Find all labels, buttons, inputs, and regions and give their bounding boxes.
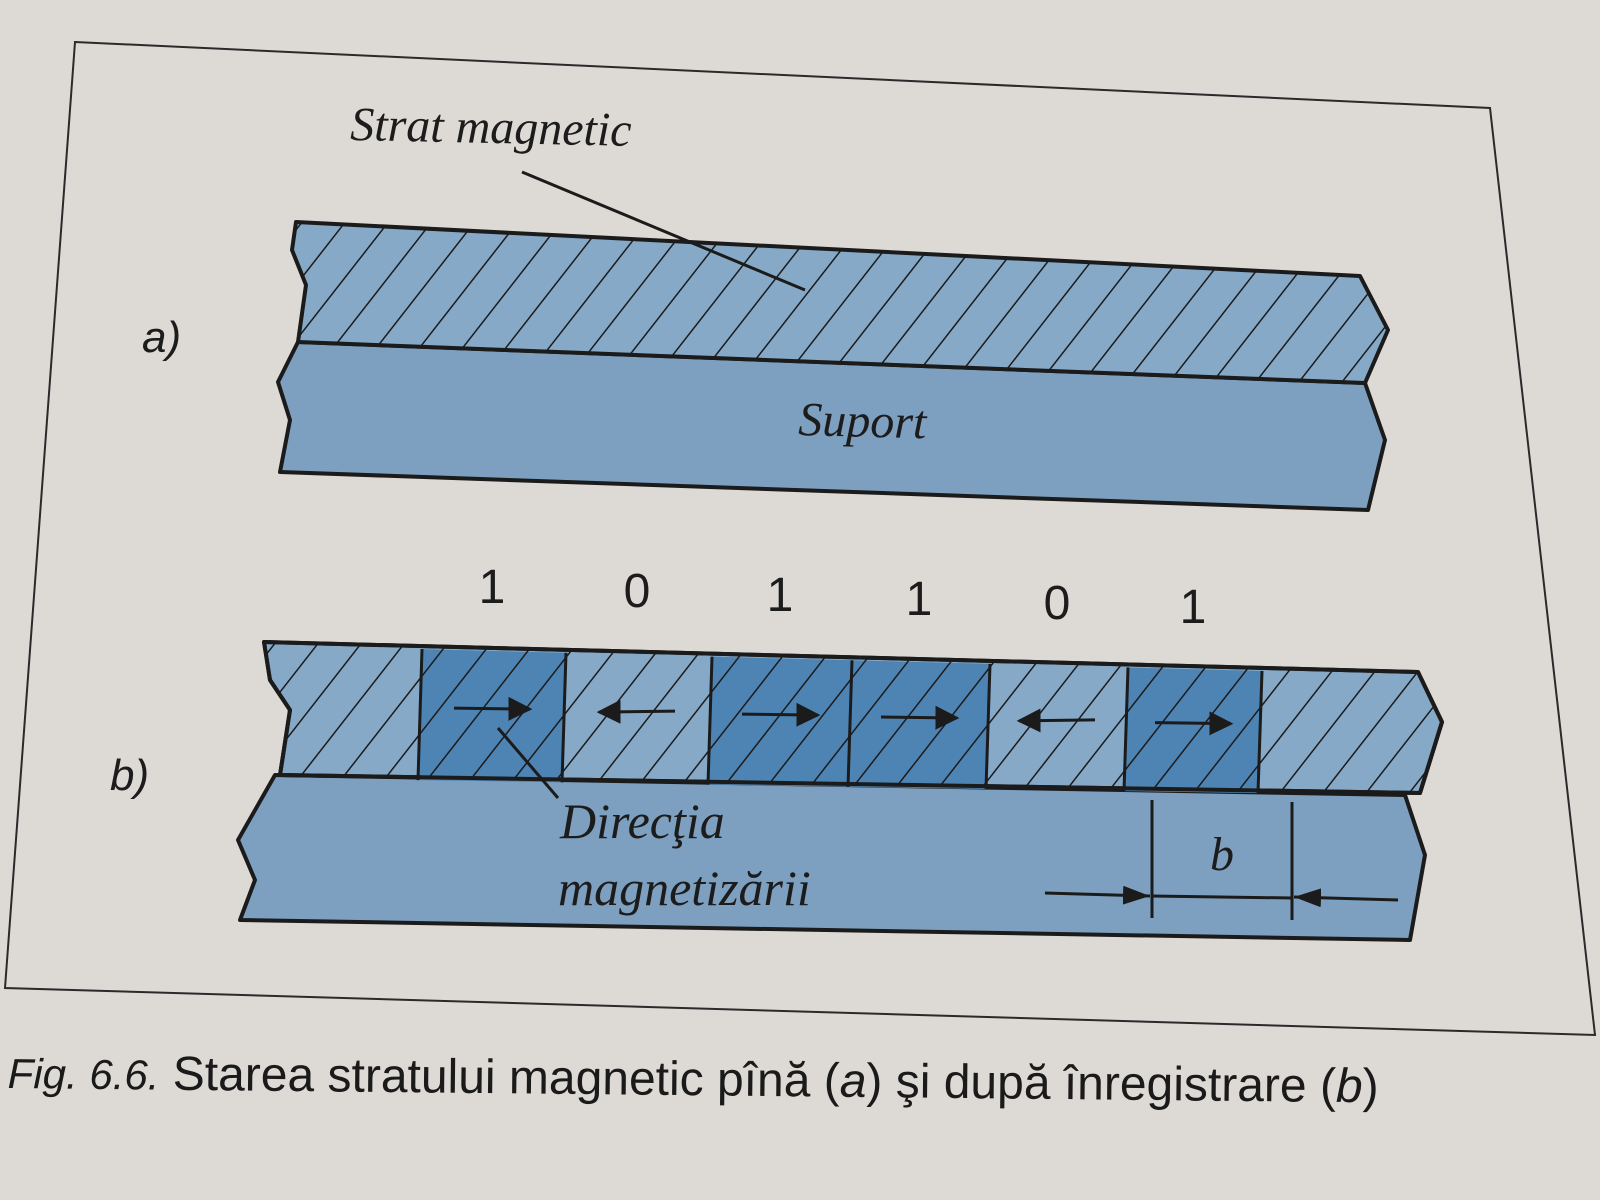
caption-text-2: ) şi după înregistrare (	[866, 1054, 1337, 1113]
part-a-label: a)	[142, 313, 181, 362]
magnetization-arrow	[741, 702, 821, 727]
part-b-strip	[236, 640, 1444, 942]
bit-labels: 1 0 1 1 0 1	[479, 561, 1207, 634]
cell-dividers	[416, 649, 1264, 794]
bit-label: 1	[906, 573, 933, 626]
magnetization-arrow	[596, 699, 676, 724]
cell-divider	[416, 649, 424, 781]
figure-frame	[3, 40, 1597, 1037]
magnetization-arrow	[1016, 708, 1096, 733]
magnetic-layer-a-hatch	[292, 222, 1388, 383]
bit-label: 1	[1180, 581, 1207, 634]
suport-label: Suport	[798, 393, 929, 449]
caption-prefix: Fig. 6.6.	[7, 1049, 160, 1099]
strat-magnetic-leader	[521, 170, 806, 292]
directia-label-line2: magnetizării	[558, 860, 811, 916]
bit-label: 1	[479, 561, 506, 614]
part-b-label: b)	[110, 751, 149, 800]
substrate-b	[236, 773, 1427, 942]
caption-text-1: Starea stratului magnetic pînă (	[159, 1047, 841, 1108]
dim-arrow-left	[1044, 885, 1151, 905]
substrate-a	[276, 340, 1387, 512]
cell-divider	[1256, 670, 1264, 794]
dim-arrow-right	[1293, 888, 1399, 908]
bit-width-label: b	[1210, 828, 1234, 881]
bit-label: 0	[1044, 577, 1071, 630]
directia-label-line1: Direcţia	[559, 793, 725, 849]
cell-divider	[846, 660, 854, 787]
bit-label: 0	[624, 565, 651, 618]
cell-divider	[706, 656, 714, 785]
strat-magnetic-label: Strat magnetic	[350, 98, 632, 157]
bit-width-dimension: b	[1044, 800, 1399, 920]
part-a-strip	[276, 220, 1390, 512]
caption-text-3: )	[1362, 1060, 1379, 1114]
magnetization-arrow	[1154, 711, 1234, 736]
caption-ref-b: b	[1335, 1059, 1363, 1114]
caption-ref-a: a	[839, 1054, 867, 1108]
cell-divider	[560, 652, 568, 783]
cell-divider	[1122, 667, 1130, 792]
magnetization-arrow	[453, 696, 533, 721]
dim-line	[1151, 894, 1293, 900]
bit-label: 1	[767, 569, 794, 622]
directia-leader	[496, 727, 560, 799]
magnetization-arrow	[880, 705, 960, 730]
magnetic-layer-b-outline	[262, 640, 1444, 795]
magnetic-layer-b-hatch	[264, 642, 1442, 793]
magnetization-arrows	[453, 696, 1234, 736]
cell-divider	[984, 663, 992, 789]
